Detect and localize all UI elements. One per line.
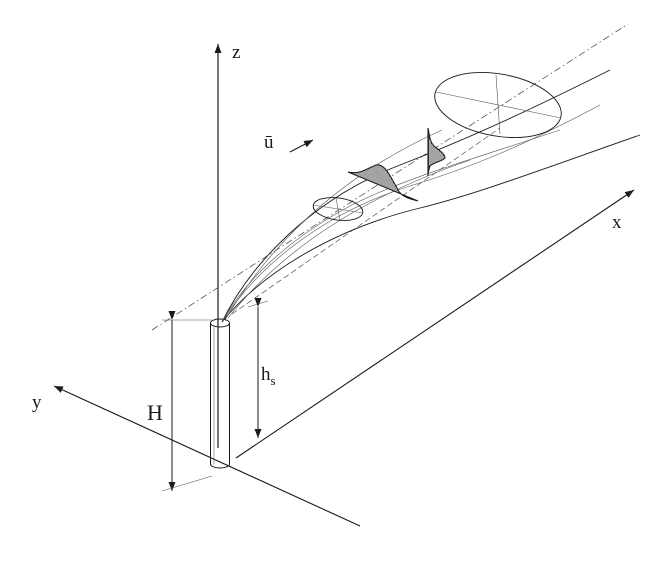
x-axis-line <box>235 189 635 459</box>
plume-envelope <box>221 69 641 323</box>
plume-rise-label-subscript: s <box>271 373 276 388</box>
stack-height-label: H <box>147 400 163 425</box>
y-axis-line <box>53 385 361 527</box>
wind-symbol: ū <box>264 132 274 153</box>
horizontal-gaussian-profile <box>347 164 419 202</box>
vertical-gaussian-profile <box>427 127 446 177</box>
z-axis-label: z <box>232 42 240 63</box>
plume-rise-dimension <box>247 298 269 438</box>
stack-chimney <box>210 318 230 469</box>
stack-height-dimension <box>161 311 213 492</box>
plume-rise-label: hs <box>261 364 276 388</box>
wind-arrow <box>289 139 314 153</box>
large-cross-section <box>434 72 562 138</box>
y-axis-label: y <box>32 392 42 413</box>
plume-rise-label-base: h <box>261 364 271 385</box>
small-cross-section <box>312 197 364 221</box>
effective-height-line <box>231 127 501 315</box>
x-axis-label: x <box>612 212 622 233</box>
